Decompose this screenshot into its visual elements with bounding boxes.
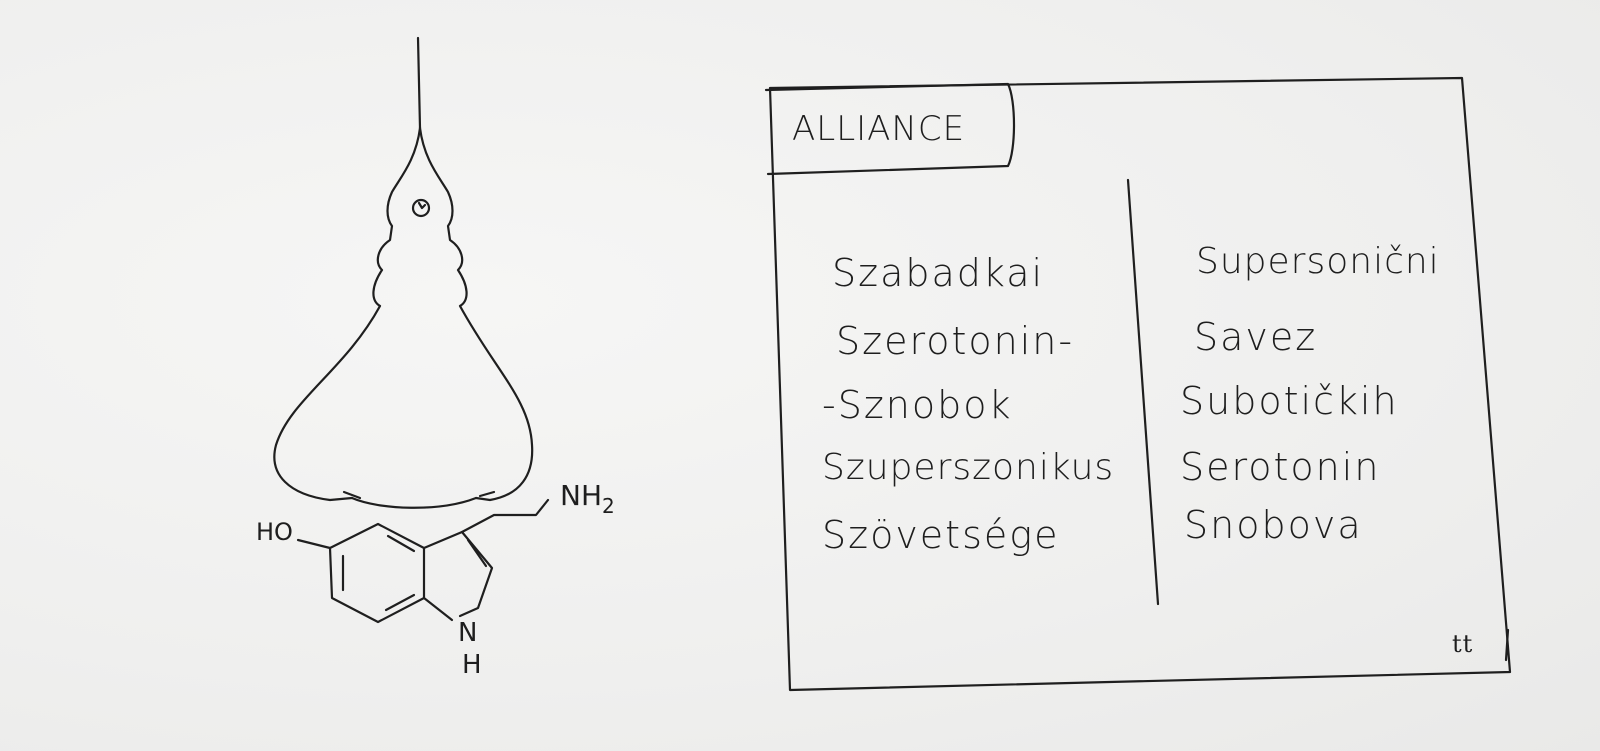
- amine-subscript: 2: [602, 494, 615, 518]
- artist-initials: tt: [1452, 630, 1474, 658]
- ring-hydrogen-label: H: [462, 650, 482, 680]
- right-column-line-4: Serotonin: [1180, 445, 1381, 489]
- spire-nose-figure: [273, 36, 534, 509]
- right-column-line-5: Snobova: [1184, 503, 1363, 547]
- right-column-line-1: Supersonični: [1196, 241, 1440, 282]
- serotonin-molecule: [296, 498, 550, 624]
- right-column-line-3: Subotičkih: [1180, 379, 1399, 423]
- left-column-line-4: Szuperszonikus: [822, 447, 1115, 488]
- amine-label-text: NH: [560, 479, 602, 512]
- left-column-line-1: Szabadkai: [832, 251, 1045, 295]
- amine-label: NH2: [560, 479, 615, 517]
- right-column-line-2: Savez: [1194, 315, 1318, 359]
- left-column-line-5: Szövetsége: [822, 513, 1060, 557]
- left-column-line-2: Szerotonin-: [836, 319, 1075, 363]
- alliance-sign: [764, 76, 1512, 692]
- ring-nitrogen-label: N: [458, 618, 478, 648]
- sign-tab-label: ALLIANCE: [792, 109, 966, 149]
- left-column-line-3: -Sznobok: [822, 383, 1013, 427]
- hydroxyl-label: HO: [256, 518, 293, 546]
